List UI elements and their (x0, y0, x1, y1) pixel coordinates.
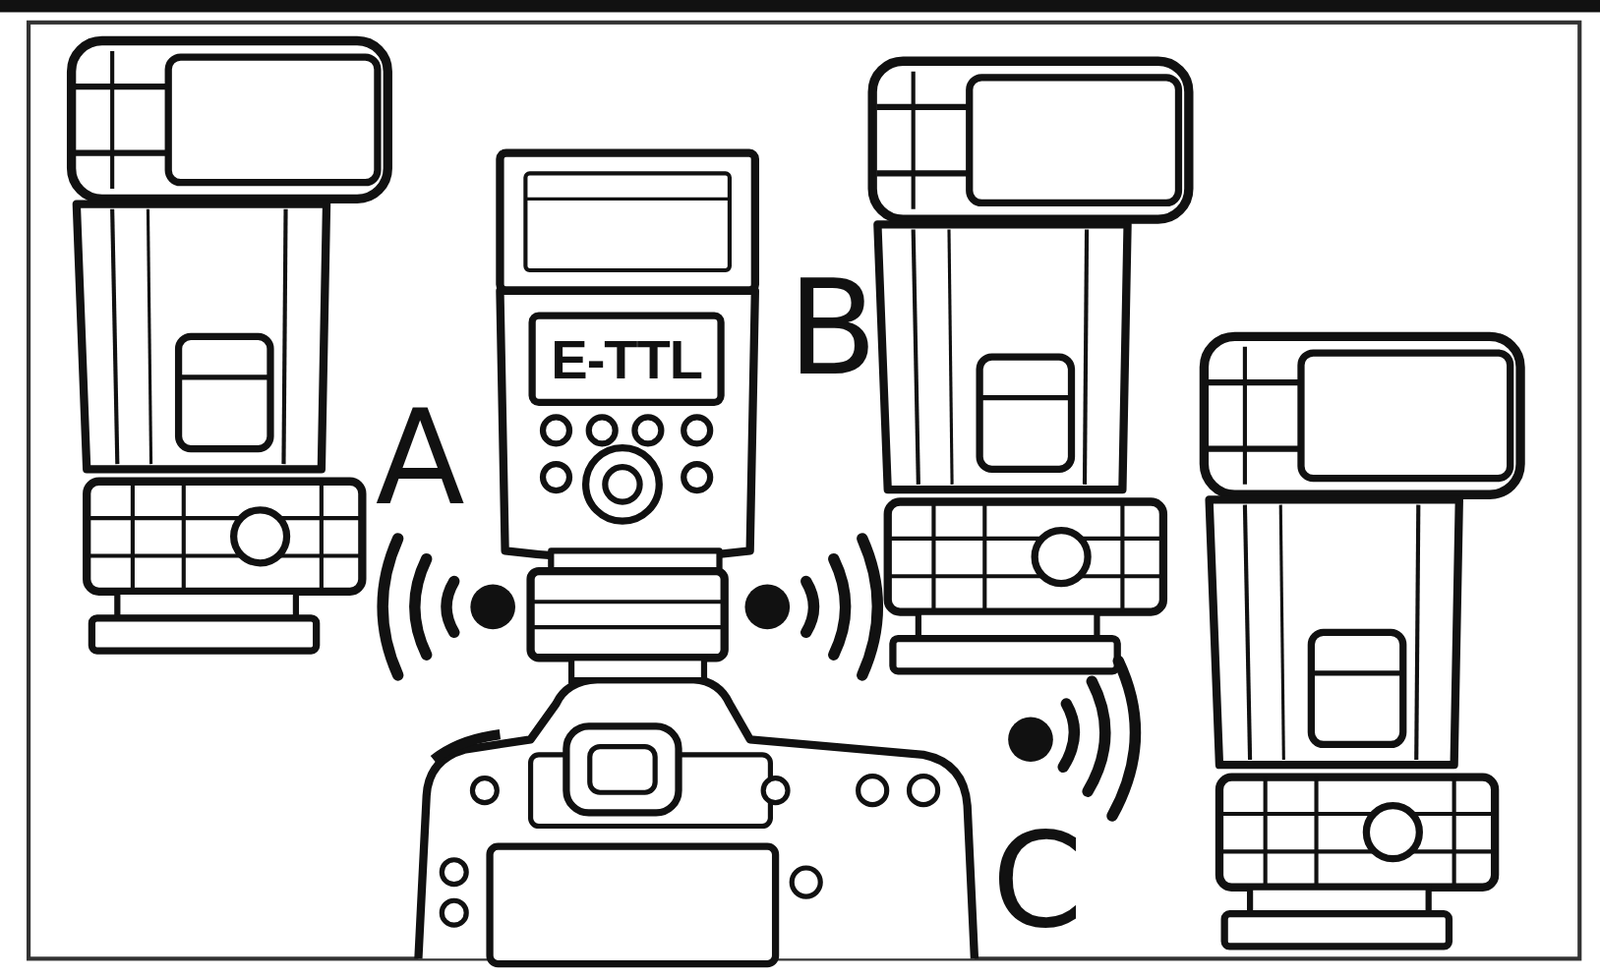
frame (28, 22, 1580, 960)
flash-unit (1203, 336, 1521, 948)
top-band (0, 0, 1600, 12)
group-letter: A (375, 392, 466, 524)
flash-unit (872, 60, 1189, 672)
master-flash (499, 153, 755, 575)
lcd-screen: E-TTL (528, 312, 724, 407)
group-letter: C (992, 816, 1084, 948)
lcd-text: E-TTL (550, 327, 703, 391)
camera-body (417, 679, 975, 964)
transmitter (531, 571, 725, 681)
group-letter: B (787, 263, 878, 395)
flash-unit (71, 41, 389, 652)
signal-waves (382, 538, 1135, 817)
